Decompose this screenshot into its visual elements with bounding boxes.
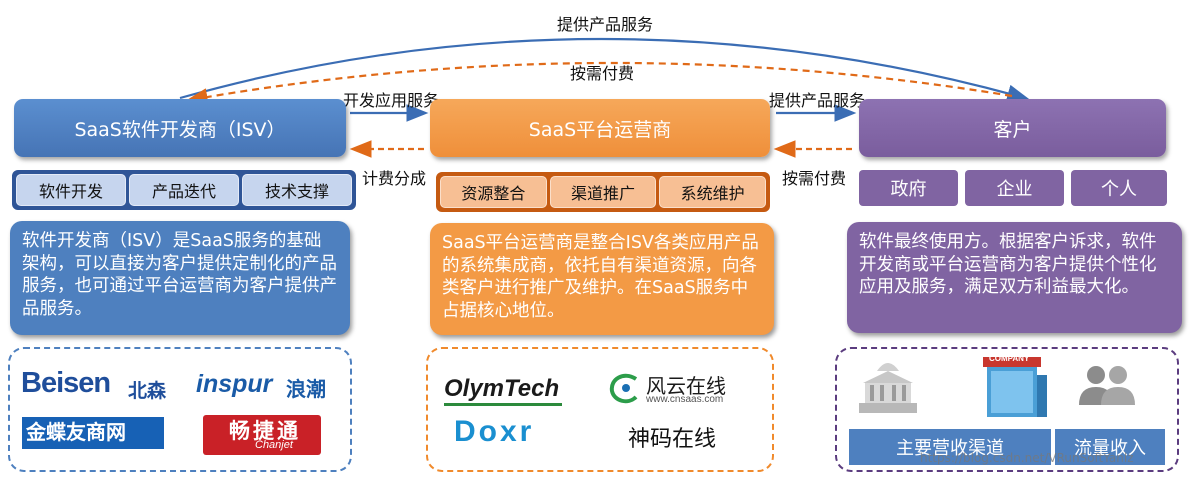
platform-description: SaaS平台运营商是整合ISV各类应用产品的系统集成商，依托自有渠道资源，向各类… (430, 223, 774, 335)
company-building-icon (983, 357, 1047, 417)
customer-description: 软件最终使用方。根据客户诉求，软件开发商或平台运营商为客户提供个性化应用及服务，… (847, 222, 1182, 333)
inspur-cn-logo: 浪潮 (286, 379, 326, 401)
fengyun-swirl-icon (609, 373, 638, 404)
customer-to-platform-label: 按需付费 (782, 169, 847, 188)
beisen-logo: Beisen (21, 367, 111, 399)
platform-item-resource: 资源整合 (440, 176, 547, 208)
chanjet-logo: 畅捷通 Chanjet (203, 415, 321, 455)
isv-items: 软件开发 产品迭代 技术支撑 (12, 170, 356, 210)
platform-item-channel: 渠道推广 (549, 176, 657, 208)
customer-title: 客户 (859, 99, 1166, 157)
isv-item-dev: 软件开发 (16, 174, 126, 206)
platform-to-customer-label: 提供产品服务 (769, 91, 866, 110)
customer-item-gov: 政府 (859, 170, 958, 206)
top-provide-arrow (179, 37, 1030, 102)
channel-traffic-revenue: 流量收入 (1055, 429, 1165, 465)
isv-to-platform-label: 开发应用服务 (343, 91, 440, 110)
government-building-icon (859, 363, 917, 413)
customer-channels: COMPANY 主要营收渠道 流量收入 (835, 347, 1179, 472)
watermark: https://blog.csdn.net/VRunSoftYanlz (920, 451, 1134, 465)
channel-main-revenue: 主要营收渠道 (849, 429, 1051, 465)
top-pay-arrow (185, 61, 1013, 106)
company-sign: COMPANY (989, 354, 1030, 363)
fengyun-logo: 风云在线 (646, 376, 726, 398)
isv-logos: Beisen 北森 inspur 浪潮 金蝶友商网 畅捷通 Chanjet (8, 347, 352, 472)
fengyun-url: www.cnsaas.com (646, 394, 724, 405)
platform-items: 资源整合 渠道推广 系统维护 (436, 172, 770, 212)
customer-item-individual: 个人 (1071, 170, 1167, 206)
inspur-logo: inspur (196, 370, 273, 398)
top-pay-label: 按需付费 (570, 64, 635, 83)
platform-to-isv-label: 计费分成 (362, 169, 427, 188)
users-icon (1079, 366, 1135, 405)
kingdee-logo: 金蝶友商网 (22, 417, 164, 449)
platform-logos: OlymTech 风云在线 www.cnsaas.com Doxr 神码在线 (426, 347, 774, 472)
chanjet-cn-text: 畅捷通 (229, 420, 301, 443)
isv-item-iteration: 产品迭代 (129, 174, 239, 206)
customer-item-enterprise: 企业 (965, 170, 1064, 206)
platform-item-maintain: 系统维护 (659, 176, 767, 208)
platform-title: SaaS平台运营商 (430, 99, 770, 157)
beisen-cn-logo: 北森 (128, 381, 167, 402)
isv-title: SaaS软件开发商（ISV） (14, 99, 346, 157)
olymtech-underline (444, 403, 562, 406)
chanjet-en-text: Chanjet (255, 439, 293, 451)
isv-item-support: 技术支撑 (242, 174, 352, 206)
doxr-logo: Doxr (454, 415, 535, 448)
isv-description: 软件开发商（ISV）是SaaS服务的基础架构，可以直接为客户提供定制化的产品服务… (10, 221, 350, 335)
top-provide-label: 提供产品服务 (557, 15, 654, 34)
shenma-logo: 神码在线 (628, 426, 717, 451)
olymtech-logo: OlymTech (444, 375, 560, 402)
